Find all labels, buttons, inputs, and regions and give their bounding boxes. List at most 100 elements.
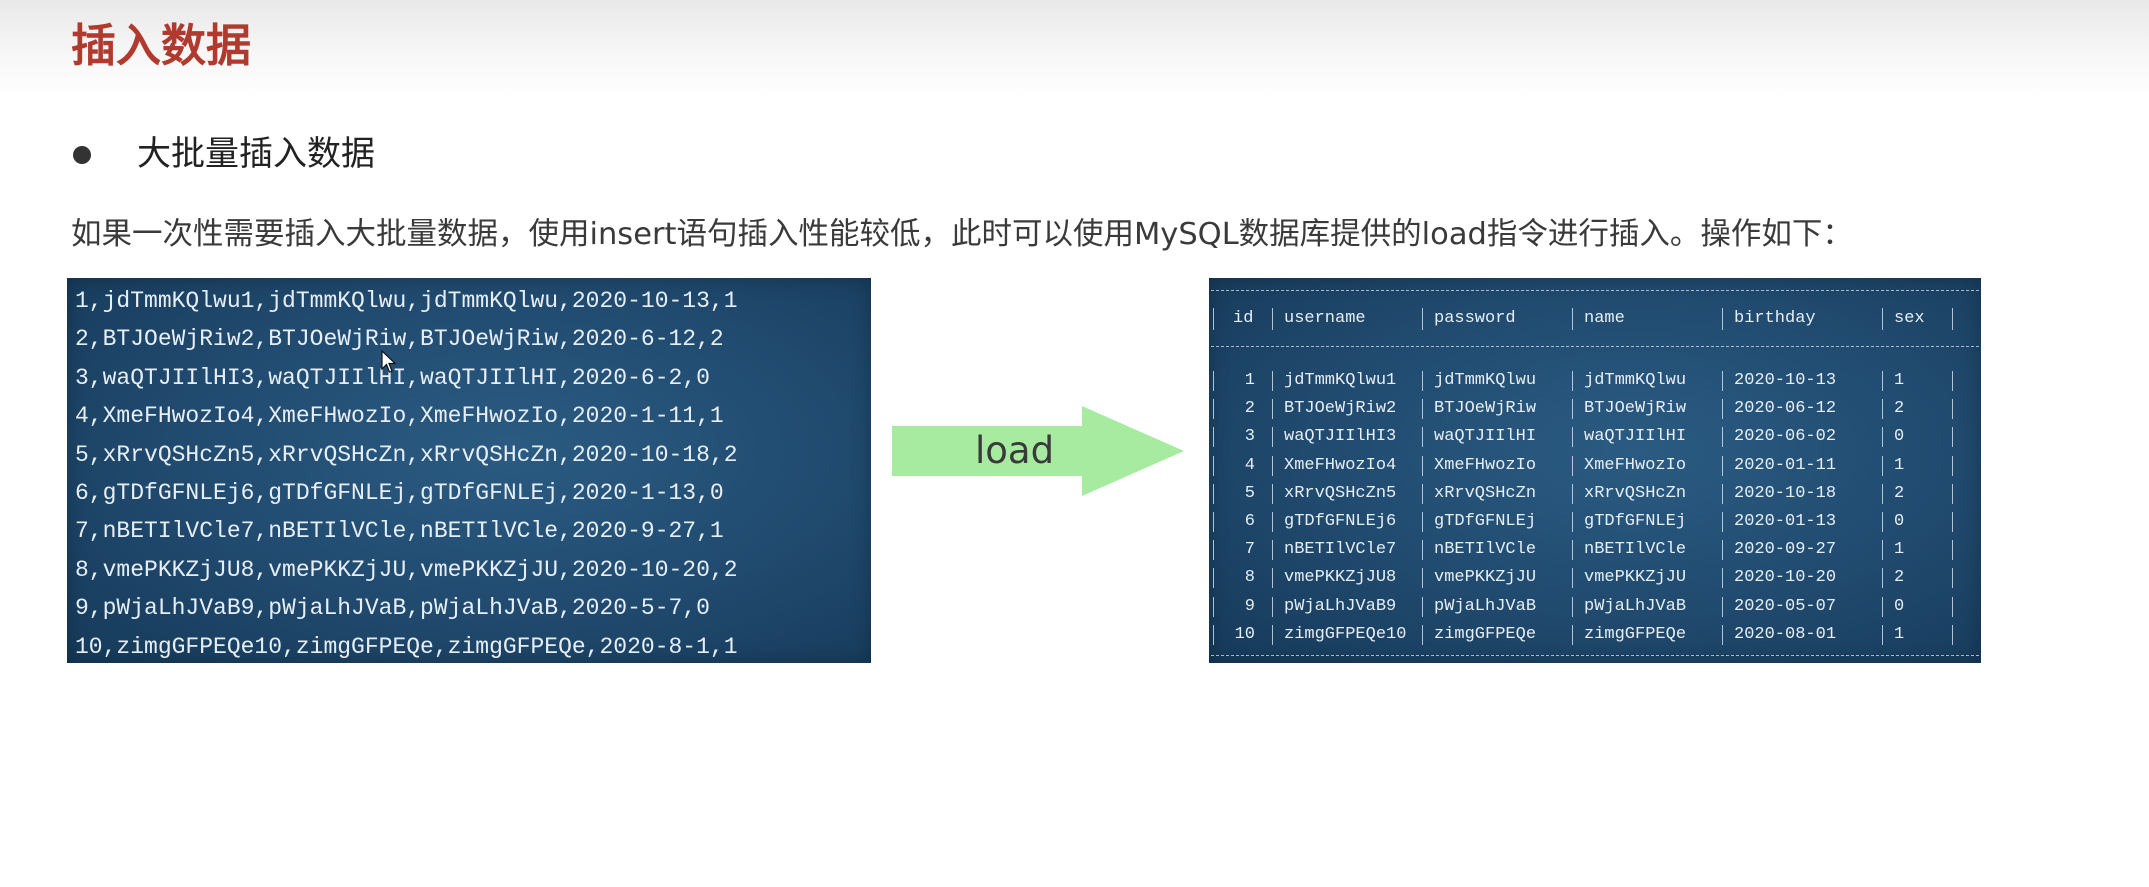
table-column-divider (1213, 624, 1214, 645)
table-column-divider (1572, 308, 1573, 330)
table-column-divider (1272, 483, 1273, 504)
csv-data-panel: 1,jdTmmKQlwu1,jdTmmKQlwu,jdTmmKQlwu,2020… (67, 278, 871, 663)
table-column-divider (1882, 455, 1883, 476)
table-cell: xRrvQSHcZn (1434, 483, 1537, 503)
table-column-divider (1272, 455, 1273, 476)
table-column-divider (1952, 512, 1953, 532)
load-arrow-label: load (975, 429, 1055, 472)
table-column-divider (1722, 427, 1723, 448)
table-cell: 1 (1894, 540, 1905, 560)
table-header-cell: sex (1894, 309, 1925, 328)
table-cell: 0 (1894, 512, 1905, 531)
table-column-divider (1722, 512, 1723, 532)
table-cell: gTDfGFNLEj (1434, 512, 1537, 531)
table-cell-id: 6 (1244, 512, 1255, 531)
table-column-divider (1882, 512, 1883, 532)
table-cell: vmePKKZjJU (1434, 568, 1537, 588)
table-cell: BTJOeWjRiw (1434, 399, 1537, 419)
table-cell: 2 (1894, 399, 1905, 419)
csv-line: 7,nBETIlVCle7,nBETIlVCle,nBETIlVCle,2020… (75, 518, 724, 545)
table-cell: 2020-10-18 (1734, 483, 1837, 503)
table-cell: 2020-10-20 (1734, 568, 1837, 588)
table-column-divider (1422, 308, 1423, 330)
table-cell: jdTmmKQlwu (1584, 371, 1687, 390)
bullet-heading: 大批量插入数据 (137, 134, 375, 174)
table-cell: XmeFHwozIo (1434, 455, 1537, 475)
table-cell: 0 (1894, 427, 1905, 447)
table-column-divider (1213, 427, 1214, 448)
table-cell: 2020-01-11 (1734, 455, 1837, 475)
table-column-divider (1422, 624, 1423, 645)
table-column-divider (1952, 540, 1953, 561)
table-cell: xRrvQSHcZn5 (1284, 483, 1397, 503)
table-column-divider (1882, 371, 1883, 391)
bullet-dot (73, 146, 91, 164)
table-column-divider (1422, 540, 1423, 561)
table-column-divider (1722, 399, 1723, 420)
table-column-divider (1213, 455, 1214, 476)
header-bar (0, 0, 2149, 100)
table-cell: zimgGFPEQe (1584, 624, 1687, 644)
table-column-divider (1272, 308, 1273, 330)
table-cell: gTDfGFNLEj (1584, 512, 1687, 531)
table-column-divider (1952, 427, 1953, 448)
table-column-divider (1213, 540, 1214, 561)
table-cell: 1 (1894, 455, 1905, 475)
table-cell: pWjaLhJVaB (1584, 596, 1687, 616)
table-cell: nBETIlVCle7 (1284, 540, 1397, 560)
table-cell: 1 (1894, 371, 1905, 390)
table-column-divider (1213, 308, 1214, 330)
table-cell: 1 (1894, 624, 1905, 644)
table-cell: 2020-08-01 (1734, 624, 1837, 644)
table-column-divider (1882, 399, 1883, 420)
table-header-cell: id (1233, 309, 1254, 328)
table-column-divider (1882, 427, 1883, 448)
table-column-divider (1572, 568, 1573, 589)
table-column-divider (1882, 624, 1883, 645)
table-column-divider (1572, 483, 1573, 504)
table-cell: 2020-01-13 (1734, 512, 1837, 531)
table-border-line (1211, 290, 1979, 291)
table-column-divider (1722, 455, 1723, 476)
table-cell: waQTJIIlHI (1584, 427, 1687, 447)
table-column-divider (1213, 596, 1214, 617)
table-column-divider (1722, 596, 1723, 617)
table-column-divider (1272, 624, 1273, 645)
table-cell-id: 10 (1234, 624, 1255, 644)
table-cell: 2 (1894, 483, 1905, 503)
table-cell-id: 7 (1244, 540, 1255, 560)
table-column-divider (1572, 399, 1573, 420)
table-cell: pWjaLhJVaB (1434, 596, 1537, 616)
table-column-divider (1422, 399, 1423, 420)
table-header-cell: name (1584, 309, 1625, 328)
mouse-cursor-icon (381, 350, 397, 373)
description-text: 如果一次性需要插入大批量数据，使用insert语句插入性能较低，此时可以使用My… (71, 217, 1853, 252)
table-cell: 0 (1894, 596, 1905, 616)
table-cell: waQTJIIlHI (1434, 427, 1537, 447)
table-column-divider (1952, 371, 1953, 391)
csv-line: 6,gTDfGFNLEj6,gTDfGFNLEj,gTDfGFNLEj,2020… (75, 480, 724, 507)
table-cell: 2 (1894, 568, 1905, 588)
table-column-divider (1213, 512, 1214, 532)
table-column-divider (1882, 596, 1883, 617)
table-column-divider (1722, 624, 1723, 645)
csv-line: 5,xRrvQSHcZn5,xRrvQSHcZn,xRrvQSHcZn,2020… (75, 441, 738, 468)
table-cell: gTDfGFNLEj6 (1284, 512, 1397, 531)
table-column-divider (1213, 483, 1214, 504)
table-column-divider (1952, 596, 1953, 617)
table-cell: vmePKKZjJU8 (1284, 568, 1397, 588)
table-column-divider (1952, 568, 1953, 589)
table-cell: XmeFHwozIo (1584, 455, 1687, 475)
csv-line: 4,XmeFHwozIo4,XmeFHwozIo,XmeFHwozIo,2020… (75, 403, 724, 430)
table-cell: XmeFHwozIo4 (1284, 455, 1397, 475)
table-cell: 2020-06-02 (1734, 427, 1837, 447)
slide-title: 插入数据 (71, 19, 252, 72)
table-column-divider (1952, 624, 1953, 645)
table-column-divider (1722, 483, 1723, 504)
table-cell: 2020-05-07 (1734, 596, 1837, 616)
table-cell-id: 8 (1244, 568, 1255, 588)
csv-line: 3,waQTJIIlHI3,waQTJIIlHI,waQTJIIlHI,2020… (75, 364, 710, 391)
table-cell: waQTJIIlHI3 (1284, 427, 1397, 447)
table-header-cell: password (1434, 309, 1516, 328)
table-column-divider (1422, 427, 1423, 448)
